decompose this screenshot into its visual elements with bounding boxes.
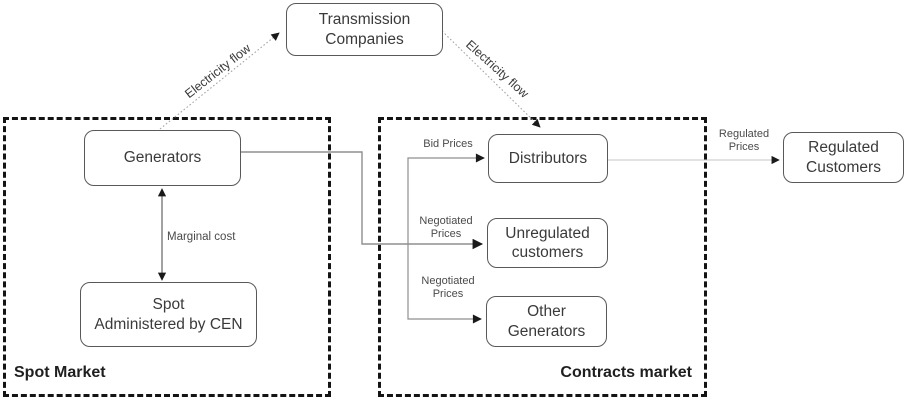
node-distributors-label: Distributors [508,149,588,167]
node-regulated-customers: Regulated Customers [783,132,904,183]
node-spot-line2: Administered by CEN [94,315,243,333]
node-unregulated-customers: Unregulated customers [487,218,608,268]
edge-label-electricity-flow-right: Electricity flow [463,37,532,101]
group-label-contracts-market: Contracts market [560,364,692,381]
edge-label-negotiated-prices-unregulated: Negotiated Prices [419,215,473,240]
group-label-spot-market: Spot Market [14,364,106,381]
node-regulated-customers-line2: Customers [806,158,881,176]
node-unregulated-line2: customers [511,244,584,261]
edge-generators-to-transmission-dotted [159,32,280,130]
node-spot-line1: Spot [152,296,185,314]
group-contracts-market: Contracts market [378,117,707,397]
edge-label-electricity-flow-left: Electricity flow [182,41,254,101]
edge-label-negotiated-prices-other: Negotiated Prices [421,275,475,300]
node-regulated-customers-line1: Regulated [808,139,879,157]
edge-label-bid-prices: Bid Prices [423,138,473,150]
node-unregulated-line1: Unregulated [505,224,590,242]
node-other-generators: Other Generators [486,296,607,347]
node-transmission-companies: Transmission Companies [286,3,443,56]
node-distributors: Distributors [488,134,608,183]
node-other-generators-line1: Other [527,303,566,321]
node-spot-administered-by-cen: Spot Administered by CEN [80,282,257,347]
edge-transmission-to-distributors-dotted [441,30,541,128]
node-transmission-line2: Companies [325,30,404,48]
edge-label-marginal-cost: Marginal cost [167,231,236,243]
node-transmission-line1: Transmission [318,11,411,29]
edge-label-regulated-prices: Regulated Prices [718,128,770,153]
node-other-generators-line2: Generators [507,322,586,340]
node-generators: Generators [84,130,241,186]
node-generators-label: Generators [123,149,202,167]
